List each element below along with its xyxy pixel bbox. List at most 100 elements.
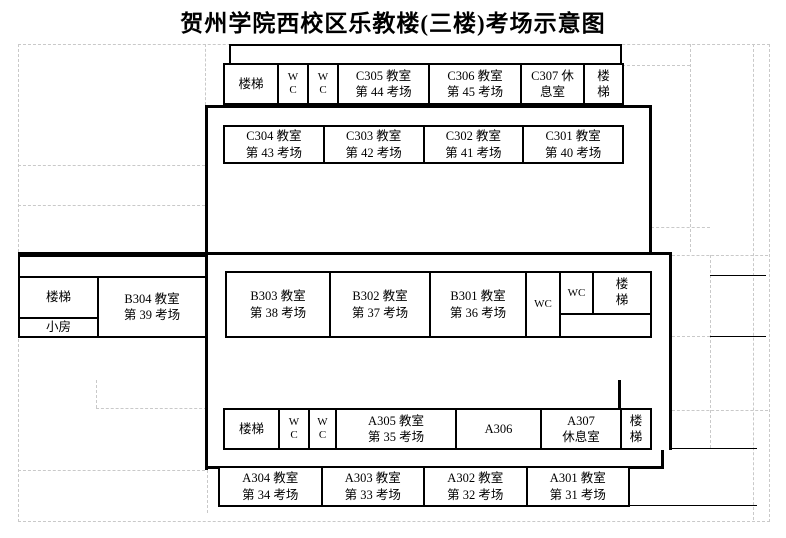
label-line: 第 45 考场 (446, 85, 504, 99)
label-line: C306 教室 (447, 68, 503, 83)
label-line: A305 教室 (368, 413, 424, 428)
room-group-b-right: WC 楼梯 (559, 273, 650, 336)
label-line: 梯 (615, 293, 629, 307)
label-line: 第 31 考场 (549, 487, 606, 502)
label-line: 楼 (629, 413, 643, 428)
row-b-right: B303 教室第 38 考场 B302 教室第 37 考场 B301 教室第 3… (225, 271, 652, 338)
row-c-lower: C304 教室第 43 考场 C303 教室第 42 考场 C302 教室第 4… (223, 125, 624, 164)
wall-line (207, 105, 651, 108)
label-line: W (317, 416, 328, 429)
grid-line (96, 380, 97, 408)
label-line: W (317, 71, 329, 84)
grid-line (672, 255, 768, 256)
label-line: 楼梯 (45, 290, 71, 305)
room-b304: B304 教室第 39 考场 (97, 276, 207, 338)
label-line: 第 44 考场 (355, 85, 412, 99)
grid-line (18, 205, 205, 206)
label-line: B301 教室 (450, 289, 506, 304)
label-line: A307 (567, 413, 595, 428)
label-line: 休息室 (562, 430, 600, 444)
room-b302: B302 教室第 37 考场 (329, 273, 429, 336)
label-line: 第 38 考场 (249, 305, 307, 320)
label-line: C302 教室 (445, 129, 501, 144)
wall-line (649, 105, 652, 255)
room-stairs-b-right: 楼梯 (594, 273, 650, 313)
label-line: 梯 (597, 85, 610, 99)
room-wc-b-2: WC (561, 273, 594, 313)
thin-line (630, 505, 757, 506)
wall-line (18, 252, 672, 255)
stair-wc-group: WC 楼梯 (561, 273, 650, 313)
label-line: A306 (484, 421, 513, 436)
grid-line (18, 470, 205, 471)
room-c301: C301 教室第 40 考场 (522, 127, 622, 162)
label-line: A301 教室 (549, 471, 606, 486)
label-line: 第 34 考场 (242, 487, 299, 502)
label-line: 第 42 考场 (345, 145, 402, 160)
label-line: C304 教室 (246, 129, 302, 144)
label-line: C301 教室 (545, 129, 601, 144)
label-line: WC (534, 298, 552, 311)
thin-line (710, 275, 766, 276)
room-stairs-c-left: 楼梯 (225, 65, 277, 103)
label-line: 楼梯 (238, 421, 264, 436)
room-stairs-c-right: 楼梯 (583, 65, 622, 103)
grid-line (672, 336, 710, 337)
label-line: 楼 (615, 277, 629, 292)
label-line: 第 40 考场 (544, 145, 602, 160)
label-line: 第 41 考场 (445, 145, 502, 160)
room-stairs-a-left: 楼梯 (225, 410, 278, 448)
room-wc-b-1: WC (525, 273, 559, 336)
label-line: WC (567, 286, 586, 299)
thin-line (672, 448, 757, 449)
diagram-title: 贺州学院西校区乐教楼(三楼)考场示意图 (180, 11, 606, 36)
room-c305: C305 教室第 44 考场 (337, 65, 428, 103)
room-stairs-b-left: 楼梯 (18, 276, 99, 319)
label-line: 第 37 考场 (351, 305, 409, 320)
grid-line (207, 470, 208, 513)
room-a302: A302 教室第 32 考场 (423, 468, 526, 505)
label-line: 楼 (597, 68, 610, 83)
label-line: B303 教室 (250, 289, 306, 304)
room-a306: A306 (455, 410, 540, 448)
corridor-band-left (18, 255, 207, 278)
wall-line (618, 380, 621, 412)
label-line: A302 教室 (447, 471, 504, 486)
room-a301: A301 教室第 31 考场 (525, 468, 629, 505)
room-stairs-a-right: 楼梯 (620, 410, 650, 448)
room-c303: C303 教室第 42 考场 (322, 127, 423, 162)
thin-line (710, 336, 766, 337)
room-b301: B301 教室第 36 考场 (429, 273, 525, 336)
grid-line (622, 65, 690, 66)
wall-line (669, 252, 672, 450)
label-line: 小房 (45, 320, 71, 335)
grid-line (710, 255, 711, 448)
room-a307-lounge: A307 休息室 (540, 410, 620, 448)
room-b303: B303 教室第 38 考场 (227, 273, 329, 336)
room-a303: A303 教室第 33 考场 (320, 468, 424, 505)
label-line: 息室 (539, 85, 565, 99)
room-c302: C302 教室第 41 考场 (422, 127, 523, 162)
label-line: C (319, 84, 327, 96)
grid-line (672, 410, 768, 411)
label-line: 第 43 考场 (245, 145, 302, 160)
room-empty-b-right (561, 313, 650, 336)
label-line: C303 教室 (346, 129, 402, 144)
label-line: A304 教室 (242, 471, 299, 486)
room-a304: A304 教室第 34 考场 (220, 468, 321, 505)
label-line: W (287, 71, 299, 84)
label-line: 第 39 考场 (123, 308, 181, 322)
label-line: C (318, 429, 327, 441)
wall-line (661, 450, 664, 468)
grid-line (205, 44, 206, 105)
label-line: C (290, 429, 298, 441)
label-line: 第 36 考场 (449, 305, 507, 320)
room-small-house: 小房 (18, 317, 99, 338)
label-line: 梯 (629, 430, 643, 444)
label-line: 第 33 考场 (344, 487, 401, 502)
